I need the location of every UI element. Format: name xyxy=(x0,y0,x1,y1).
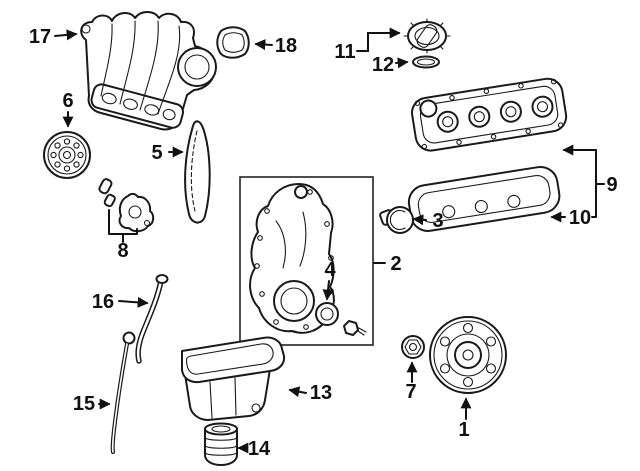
callout-11-leader xyxy=(356,27,401,52)
callout-3[interactable]: 3 xyxy=(412,210,444,232)
callout-1[interactable]: 1 xyxy=(458,397,472,441)
callout-17-label: 17 xyxy=(29,26,51,48)
callout-17-leader xyxy=(54,29,78,41)
pulley-washer-drawing xyxy=(401,335,425,359)
callout-4-label: 4 xyxy=(324,259,336,281)
callout-12[interactable]: 12 xyxy=(372,54,409,76)
valve-cover-drawing xyxy=(411,77,568,152)
callout-8[interactable]: 8 xyxy=(108,209,138,262)
callout-6[interactable]: 6 xyxy=(62,90,74,128)
callout-1-label: 1 xyxy=(458,419,469,441)
callout-17[interactable]: 17 xyxy=(29,26,78,48)
callout-12-label: 12 xyxy=(372,54,394,76)
callout-14[interactable]: 14 xyxy=(237,438,271,460)
callout-13[interactable]: 13 xyxy=(288,382,332,404)
timing-chain-drawing xyxy=(184,120,211,224)
callout-15[interactable]: 15 xyxy=(73,393,111,415)
callout-3-label: 3 xyxy=(432,210,443,232)
callout-16[interactable]: 16 xyxy=(92,291,149,313)
crank-seal-drawing xyxy=(315,302,339,326)
callout-14-label: 14 xyxy=(248,438,271,460)
seal-bolt-drawing xyxy=(343,320,367,336)
callout-9[interactable]: 9 xyxy=(562,144,618,218)
valve-cover-gasket-drawing xyxy=(407,165,561,232)
callout-4-leader xyxy=(322,280,334,301)
callout-4[interactable]: 4 xyxy=(322,259,336,301)
callout-2-label: 2 xyxy=(390,253,401,275)
callout-13-leader xyxy=(288,386,307,398)
callout-11-label: 11 xyxy=(334,41,355,63)
callout-11[interactable]: 11 xyxy=(334,27,401,63)
callout-15-label: 15 xyxy=(73,393,95,415)
breather-cap-drawing xyxy=(379,206,414,234)
callout-3-leader xyxy=(412,214,427,226)
intake-manifold-drawing xyxy=(80,11,217,131)
callout-18[interactable]: 18 xyxy=(254,35,297,57)
callout-12-leader xyxy=(395,57,409,69)
timing-cover-drawing xyxy=(249,183,335,334)
oil-pan-drawing xyxy=(181,336,286,421)
callout-10-label: 10 xyxy=(569,207,591,229)
callout-5[interactable]: 5 xyxy=(151,142,184,164)
callout-13-label: 13 xyxy=(310,382,332,404)
callout-6-label: 6 xyxy=(62,90,73,112)
throttle-opening xyxy=(177,47,217,87)
oil-filter-drawing xyxy=(204,422,238,466)
throttle-gasket-drawing xyxy=(216,26,250,59)
callout-8-label: 8 xyxy=(117,240,128,262)
timing-cover-group-box xyxy=(239,176,374,346)
dipstick-tube-drawing xyxy=(135,274,169,364)
callout-16-label: 16 xyxy=(92,291,114,313)
oil-filler-cap-drawing xyxy=(403,18,451,54)
chain-tensioner-drawing xyxy=(98,178,155,233)
callout-8-bracket xyxy=(108,209,138,243)
filler-cap-seal-drawing xyxy=(412,55,440,69)
callout-9-label: 9 xyxy=(606,174,617,196)
callout-7[interactable]: 7 xyxy=(405,361,418,403)
filler-neck xyxy=(419,99,438,118)
callout-9-bracket xyxy=(591,149,605,218)
callout-18-leader xyxy=(254,39,273,51)
crankshaft-pulley-drawing xyxy=(429,316,507,394)
dipstick-drawing xyxy=(110,331,136,454)
callout-16-leader xyxy=(118,296,149,308)
callout-2[interactable]: 2 xyxy=(373,253,402,275)
sprocket-plate-drawing xyxy=(43,131,91,179)
callout-5-label: 5 xyxy=(151,142,162,164)
callout-18-label: 18 xyxy=(275,35,297,57)
callout-10[interactable]: 10 xyxy=(550,207,591,229)
callout-7-label: 7 xyxy=(405,381,416,403)
